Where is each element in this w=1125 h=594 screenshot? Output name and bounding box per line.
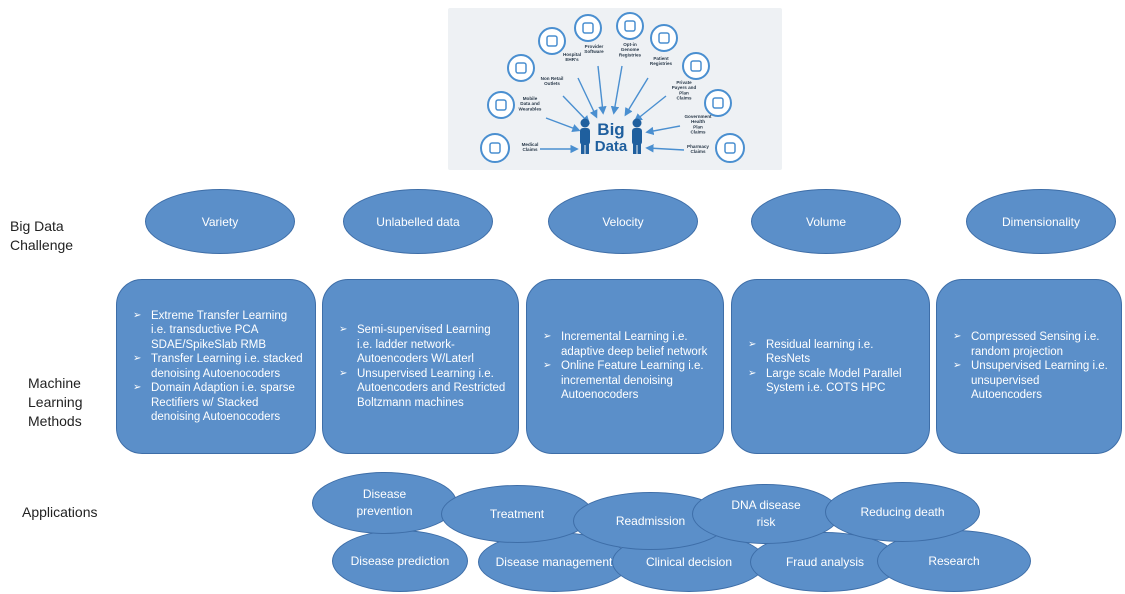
source-arrow [562, 95, 590, 125]
big-data-label-line2: Data [595, 138, 628, 155]
method-item: Domain Adaption i.e. sparse Rectifiers w… [133, 381, 305, 425]
row-label-applications: Applications [22, 503, 98, 522]
source-arrow [610, 65, 623, 115]
people-icon [580, 118, 642, 154]
row-label-challenge-text: Big Data Challenge [10, 218, 74, 253]
challenge-label: Unlabelled data [376, 214, 460, 229]
method-item: Transfer Learning i.e. stacked denoising… [133, 352, 305, 381]
row-label-challenge: Big Data Challenge [10, 217, 73, 255]
row-label-methods-text: Machine Learning Methods [28, 375, 83, 429]
challenge-unlabelled-data: Unlabelled data [343, 189, 493, 254]
row-label-methods: Machine Learning Methods [28, 374, 83, 431]
application-label: Fraud analysis [785, 554, 865, 569]
method-item: Online Feature Learning i.e. incremental… [543, 359, 713, 403]
source-arrow [597, 65, 607, 115]
challenge-volume: Volume [751, 189, 901, 254]
method-item: Extreme Transfer Learning i.e. transduct… [133, 309, 305, 353]
methods-box-velocity: Incremental Learning i.e. adaptive deep … [526, 279, 724, 454]
application-treatment: Treatment [441, 485, 593, 543]
methods-box-unlabelled-data: Semi-supervised Learning i.e. ladder net… [322, 279, 519, 454]
dna-icon-glyph [624, 20, 636, 32]
building-icon-glyph [515, 62, 527, 74]
application-label: Readmission [615, 513, 686, 528]
application-label: DNA disease risk [731, 498, 801, 529]
application-label: Clinical decision [645, 554, 733, 569]
challenge-label: Variety [201, 214, 239, 229]
government-building-icon [704, 89, 732, 117]
challenge-variety: Variety [145, 189, 295, 254]
challenge-velocity: Velocity [548, 189, 698, 254]
method-item: Residual learning i.e. ResNets [748, 338, 919, 367]
application-label: Disease management [495, 554, 613, 569]
challenge-label: Dimensionality [1001, 214, 1081, 229]
office-building-icon [682, 52, 710, 80]
method-item: Incremental Learning i.e. adaptive deep … [543, 330, 713, 359]
dna-icon [616, 12, 644, 40]
people-group-icon [650, 24, 678, 52]
challenge-label: Velocity [602, 214, 644, 229]
application-readmission: Readmission [573, 492, 728, 550]
mobile-phone-icon [487, 91, 515, 119]
method-item: Unsupervised Learning i.e. Autoencoders … [339, 367, 508, 411]
building-icon [507, 54, 535, 82]
challenge-dimensionality: Dimensionality [966, 189, 1116, 254]
methods-box-volume: Residual learning i.e. ResNets Large sca… [731, 279, 930, 454]
pill-icon-glyph [724, 142, 736, 154]
office-building-icon-glyph [690, 60, 702, 72]
application-disease-prevention: Disease prevention [312, 472, 457, 534]
application-label: Reducing death [860, 504, 945, 519]
challenge-label: Volume [805, 214, 847, 229]
source-arrow [624, 77, 649, 117]
application-disease-prediction: Disease prediction [332, 530, 468, 592]
monitor-icon [538, 27, 566, 55]
method-item: Semi-supervised Learning i.e. ladder net… [339, 323, 508, 367]
application-label: Treatment [489, 506, 545, 521]
mobile-phone-icon-glyph [495, 99, 507, 111]
application-label: Disease prevention [356, 487, 413, 518]
method-item: Large scale Model Parallel System i.e. C… [748, 367, 919, 396]
government-building-icon-glyph [712, 97, 724, 109]
pill-icon [715, 133, 745, 163]
method-item: Unsupervised Learning i.e. unsupervised … [953, 359, 1111, 403]
monitor-icon-glyph [546, 35, 558, 47]
row-label-applications-text: Applications [22, 504, 98, 520]
methods-box-dimensionality: Compressed Sensing i.e. random projectio… [936, 279, 1122, 454]
stethoscope-icon-glyph [489, 142, 501, 154]
laptop-icon-glyph [582, 22, 594, 34]
application-label: Research [928, 553, 980, 568]
laptop-icon [574, 14, 602, 42]
methods-box-variety: Extreme Transfer Learning i.e. transduct… [116, 279, 316, 454]
people-group-icon-glyph [658, 32, 670, 44]
big-data-label-line1: Big [597, 120, 624, 139]
application-reducing-death: Reducing death [825, 482, 980, 542]
source-arrow [545, 117, 581, 132]
application-label: Disease prediction [350, 553, 450, 568]
source-arrow [645, 144, 685, 153]
source-arrow [645, 125, 681, 136]
method-item: Compressed Sensing i.e. random projectio… [953, 330, 1111, 359]
source-arrow [633, 95, 667, 122]
application-dna-disease-risk: DNA disease risk [692, 484, 840, 544]
stethoscope-icon [480, 133, 510, 163]
source-arrow [577, 77, 598, 119]
